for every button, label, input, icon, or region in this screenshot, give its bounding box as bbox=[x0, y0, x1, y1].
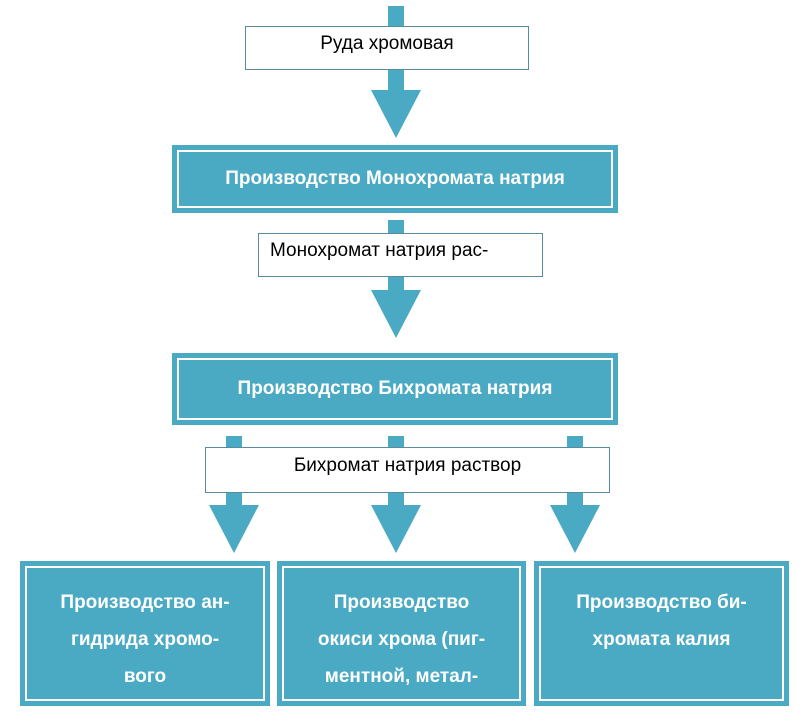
flow-connector-3 bbox=[388, 277, 404, 291]
ore-label: Руда хромовая bbox=[320, 33, 454, 54]
flow-connector-top bbox=[388, 6, 404, 26]
process-box-bichromate: Производство Бихромата натрия bbox=[172, 353, 618, 425]
intermediate-label-2: Бихромат натрия раствор bbox=[293, 455, 522, 476]
product-box-potassium-bichromate: Производство би- хромата калия bbox=[534, 561, 789, 706]
flow-connector-left bbox=[226, 436, 242, 448]
flow-connector-2 bbox=[388, 220, 404, 234]
product-box-chromic-anhydride: Производство ан- гидрида хромо- вого bbox=[20, 561, 270, 706]
flow-connector-left-2 bbox=[226, 493, 242, 505]
ore-label-box: Руда хромовая bbox=[245, 26, 529, 70]
arrow-down-icon bbox=[371, 290, 421, 338]
flow-connector-1 bbox=[388, 70, 404, 90]
process-label-bichromate: Производство Бихромата натрия bbox=[237, 378, 553, 399]
arrow-down-icon bbox=[550, 505, 600, 553]
product-box-chromium-oxide: Производство окиси хрома (пиг- ментной, … bbox=[277, 561, 526, 706]
product-label-potassium-bichromate: Производство би- хромата калия bbox=[576, 592, 747, 650]
product-label-chromic-anhydride: Производство ан- гидрида хромо- вого bbox=[60, 592, 230, 687]
arrow-down-icon bbox=[371, 90, 421, 138]
flow-connector-right bbox=[567, 436, 583, 448]
intermediate-label-box-2: Бихромат натрия раствор bbox=[205, 447, 610, 493]
flow-connector-right-2 bbox=[567, 493, 583, 505]
process-label-monochromate: Производство Монохромата натрия bbox=[225, 168, 565, 189]
intermediate-label-1: Монохромат натрия рас- bbox=[270, 240, 489, 261]
flow-connector-middle bbox=[388, 436, 404, 448]
process-box-monochromate: Производство Монохромата натрия bbox=[172, 145, 618, 213]
product-label-chromium-oxide: Производство окиси хрома (пиг- ментной, … bbox=[317, 592, 486, 687]
arrow-down-icon bbox=[209, 505, 259, 553]
flow-connector-middle-2 bbox=[388, 493, 404, 505]
arrow-down-icon bbox=[371, 505, 421, 553]
intermediate-label-box-1: Монохромат натрия рас- bbox=[258, 233, 543, 277]
